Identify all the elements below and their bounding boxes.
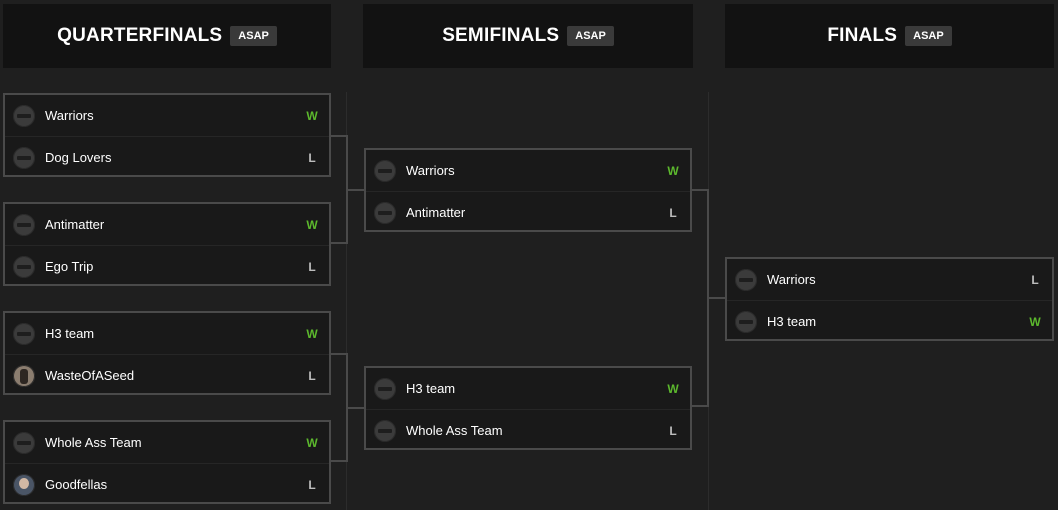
match-result: L bbox=[308, 368, 316, 383]
match-result: L bbox=[308, 477, 316, 492]
quarterfinal-match-3[interactable]: H3 team W WasteOfASeed L bbox=[3, 311, 331, 395]
team-row[interactable]: Ego Trip L bbox=[5, 245, 329, 287]
team-row[interactable]: Warriors L bbox=[727, 259, 1052, 300]
match-result: W bbox=[306, 326, 318, 341]
bracket-connector bbox=[331, 242, 347, 244]
match-result: L bbox=[308, 150, 316, 165]
team-avatar-icon bbox=[13, 255, 35, 278]
team-avatar-icon bbox=[13, 322, 35, 345]
team-row[interactable]: Warriors W bbox=[5, 95, 329, 136]
quarterfinal-match-2[interactable]: Antimatter W Ego Trip L bbox=[3, 202, 331, 286]
team-name: H3 team bbox=[45, 326, 95, 341]
bracket-connector bbox=[331, 353, 347, 355]
bracket-connector bbox=[331, 460, 347, 462]
team-name: Whole Ass Team bbox=[406, 423, 503, 438]
team-avatar-icon bbox=[374, 377, 396, 400]
team-avatar-icon bbox=[374, 419, 396, 442]
bracket-connector bbox=[707, 297, 725, 299]
team-row[interactable]: H3 team W bbox=[366, 368, 690, 409]
column-title: FINALS bbox=[827, 25, 898, 46]
team-avatar-icon bbox=[735, 310, 757, 333]
team-avatar-icon bbox=[13, 473, 35, 496]
schedule-badge: ASAP bbox=[905, 26, 952, 46]
team-avatar-icon bbox=[13, 431, 35, 454]
bracket-connector bbox=[331, 135, 347, 137]
team-name: H3 team bbox=[406, 381, 456, 396]
team-name: Dog Lovers bbox=[45, 150, 112, 165]
bracket-connector bbox=[346, 407, 364, 409]
finals-header: FINALS ASAP bbox=[725, 4, 1054, 68]
semifinal-match-1[interactable]: Warriors W Antimatter L bbox=[364, 148, 692, 232]
column-divider bbox=[346, 92, 347, 510]
team-row[interactable]: WasteOfASeed L bbox=[5, 354, 329, 396]
match-result: W bbox=[306, 435, 318, 450]
team-row[interactable]: Goodfellas L bbox=[5, 463, 329, 505]
team-name: H3 team bbox=[767, 314, 817, 329]
team-avatar-icon bbox=[374, 159, 396, 182]
team-row[interactable]: H3 team W bbox=[727, 300, 1052, 342]
team-row[interactable]: Whole Ass Team L bbox=[366, 409, 690, 451]
final-match[interactable]: Warriors L H3 team W bbox=[725, 257, 1054, 341]
team-name: Antimatter bbox=[45, 217, 105, 232]
bracket-connector bbox=[346, 189, 364, 191]
team-avatar-icon bbox=[735, 268, 757, 291]
match-result: L bbox=[669, 423, 677, 438]
team-avatar-icon bbox=[13, 364, 35, 387]
team-name: Antimatter bbox=[406, 205, 466, 220]
match-result: W bbox=[1029, 314, 1041, 329]
team-name: Warriors bbox=[45, 108, 94, 123]
quarterfinal-match-1[interactable]: Warriors W Dog Lovers L bbox=[3, 93, 331, 177]
team-avatar-icon bbox=[13, 104, 35, 127]
match-result: L bbox=[308, 259, 316, 274]
match-result: L bbox=[669, 205, 677, 220]
semifinal-match-2[interactable]: H3 team W Whole Ass Team L bbox=[364, 366, 692, 450]
semifinals-header: SEMIFINALS ASAP bbox=[363, 4, 693, 68]
team-avatar-icon bbox=[374, 201, 396, 224]
team-row[interactable]: H3 team W bbox=[5, 313, 329, 354]
match-result: W bbox=[667, 381, 679, 396]
team-row[interactable]: Dog Lovers L bbox=[5, 136, 329, 178]
team-name: Warriors bbox=[767, 272, 816, 287]
team-row[interactable]: Antimatter W bbox=[5, 204, 329, 245]
team-row[interactable]: Antimatter L bbox=[366, 191, 690, 233]
schedule-badge: ASAP bbox=[567, 26, 614, 46]
quarterfinals-header: QUARTERFINALS ASAP bbox=[3, 4, 331, 68]
quarterfinal-match-4[interactable]: Whole Ass Team W Goodfellas L bbox=[3, 420, 331, 504]
team-name: WasteOfASeed bbox=[45, 368, 135, 383]
schedule-badge: ASAP bbox=[230, 26, 277, 46]
column-title: QUARTERFINALS bbox=[57, 25, 223, 46]
team-row[interactable]: Warriors W bbox=[366, 150, 690, 191]
match-result: W bbox=[306, 217, 318, 232]
team-avatar-icon bbox=[13, 146, 35, 169]
team-row[interactable]: Whole Ass Team W bbox=[5, 422, 329, 463]
team-name: Goodfellas bbox=[45, 477, 108, 492]
team-name: Whole Ass Team bbox=[45, 435, 142, 450]
team-name: Warriors bbox=[406, 163, 455, 178]
match-result: L bbox=[1031, 272, 1039, 287]
team-avatar-icon bbox=[13, 213, 35, 236]
column-title: SEMIFINALS bbox=[442, 25, 560, 46]
match-result: W bbox=[667, 163, 679, 178]
team-name: Ego Trip bbox=[45, 259, 94, 274]
bracket-connector bbox=[692, 405, 709, 407]
match-result: W bbox=[306, 108, 318, 123]
bracket-connector bbox=[692, 189, 709, 191]
